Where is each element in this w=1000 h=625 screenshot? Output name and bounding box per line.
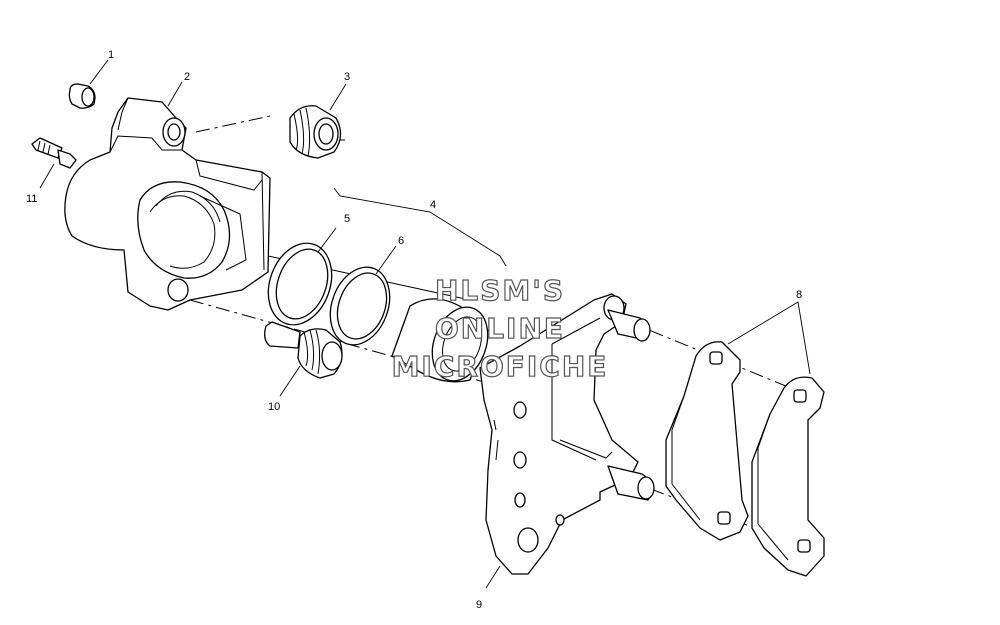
part-10-pin-boot [264,321,343,379]
part-8-brake-pad-outer [751,376,825,577]
watermark-line-1: HLSM'S [435,274,565,307]
watermark-line-3: MICROFICHE [392,350,609,383]
part-3-boot [289,105,342,159]
callout-2: 2 [184,71,190,83]
callout-9: 9 [476,599,482,611]
callout-4: 4 [430,199,436,211]
callout-leaders [39,59,811,589]
part-11-bleeder-screw [31,137,77,169]
callout-6: 6 [398,235,404,247]
callout-5: 5 [344,213,350,225]
callout-11: 11 [26,193,37,205]
part-6-seal [329,266,391,346]
part-9-mounting-bracket [479,293,655,575]
callout-8: 8 [796,289,802,301]
part-5-seal [267,242,333,326]
callout-10: 10 [268,401,280,413]
part-1-bleeder-cap [68,83,96,109]
callout-1: 1 [108,49,114,61]
part-piston [391,298,489,383]
part-2-caliper-housing [64,97,271,311]
assembly-4-bracket-brace [333,187,507,267]
callout-3: 3 [344,71,350,83]
callout-labels: 1 2 3 4 5 6 8 9 10 11 [26,49,802,611]
watermark: HLSM'S ONLINE MICROFICHE [391,273,609,383]
part-8-brake-pad-inner [665,341,749,541]
watermark-line-2: ONLINE [435,312,565,345]
